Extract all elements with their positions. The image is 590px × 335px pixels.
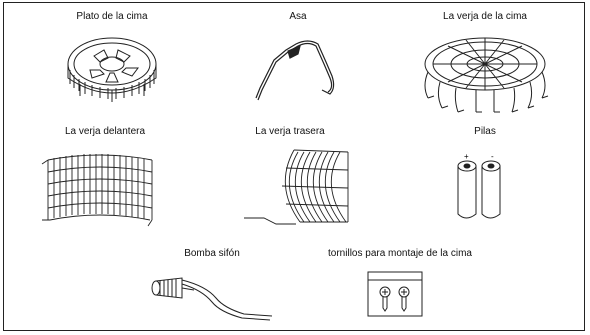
top-grill-illustration <box>418 28 552 114</box>
label-batteries: Pilas <box>474 126 496 137</box>
label-top-plate: Plato de la cima <box>76 11 148 22</box>
label-top-grill: La verja de la cima <box>443 11 527 22</box>
top-mount-screws-illustration <box>366 268 424 318</box>
siphon-pump-illustration <box>146 268 276 320</box>
label-front-grill: La verja delantera <box>64 126 146 137</box>
label-handle: Asa <box>289 11 307 22</box>
label-top-mount-screws: tornillos para montaje de la cima <box>328 248 472 259</box>
batteries-illustration: + - <box>450 152 520 234</box>
battery-minus-mark: - <box>491 152 494 161</box>
label-siphon-pump: Bomba sifón <box>184 248 240 259</box>
top-plate-illustration <box>60 28 164 110</box>
rear-grill-illustration <box>240 146 356 228</box>
parts-diagram-frame <box>3 2 585 331</box>
label-rear-grill: La verja trasera <box>255 126 325 137</box>
handle-illustration <box>252 32 342 106</box>
battery-plus-mark: + <box>464 152 469 161</box>
front-grill-illustration <box>40 146 160 232</box>
